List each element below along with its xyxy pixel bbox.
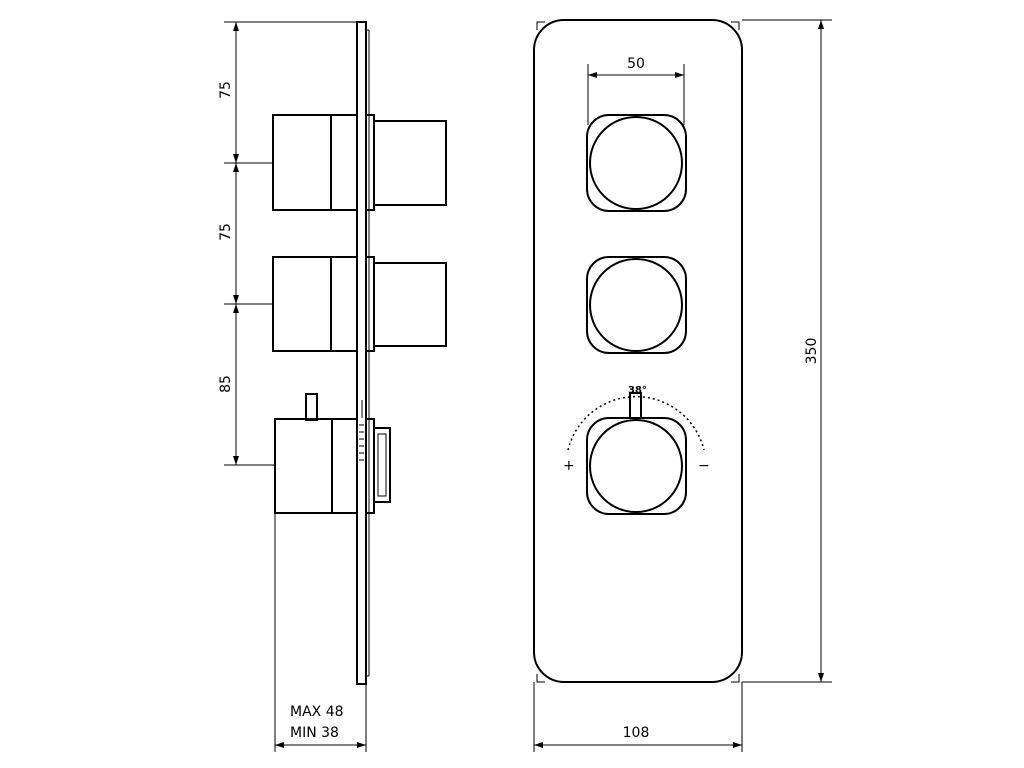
- dim-depth-min: MIN 38: [290, 725, 339, 741]
- plus-symbol: +: [563, 458, 575, 474]
- rotation-arc: [567, 395, 705, 451]
- dim-plate-height: 350: [804, 338, 820, 365]
- side-handle-bottom: [274, 393, 391, 514]
- side-depth-dimension: [274, 513, 367, 752]
- front-knob-top: [586, 114, 687, 212]
- dim-depth-max: MAX 48: [290, 704, 344, 720]
- side-handle-top: [272, 114, 447, 211]
- front-knob-middle: [586, 256, 687, 354]
- front-knob-thermostatic: [567, 392, 705, 515]
- front-plate-width-dimension: [533, 682, 743, 752]
- temperature-indicator: [629, 392, 642, 419]
- rotation-angle-label: 38°: [628, 385, 647, 396]
- front-view: 38° + − 50 350 108: [533, 19, 832, 752]
- dim-gap-bottom: 85: [218, 375, 234, 393]
- front-plate: [533, 19, 743, 683]
- dim-plate-width: 108: [623, 725, 650, 741]
- front-knob-width-dimension: [587, 64, 685, 125]
- dim-gap-middle: 75: [218, 223, 234, 241]
- side-handle-middle: [272, 256, 447, 352]
- front-plate-height-dimension: [742, 19, 832, 683]
- side-plate: [356, 21, 367, 685]
- minus-symbol: −: [698, 458, 710, 474]
- dim-gap-top: 75: [218, 81, 234, 99]
- side-hatch: [359, 424, 364, 461]
- side-vertical-dimension: [224, 21, 357, 466]
- dim-knob-width: 50: [627, 56, 645, 72]
- side-view: 75 75 85 MAX 48 MIN 38: [218, 21, 447, 752]
